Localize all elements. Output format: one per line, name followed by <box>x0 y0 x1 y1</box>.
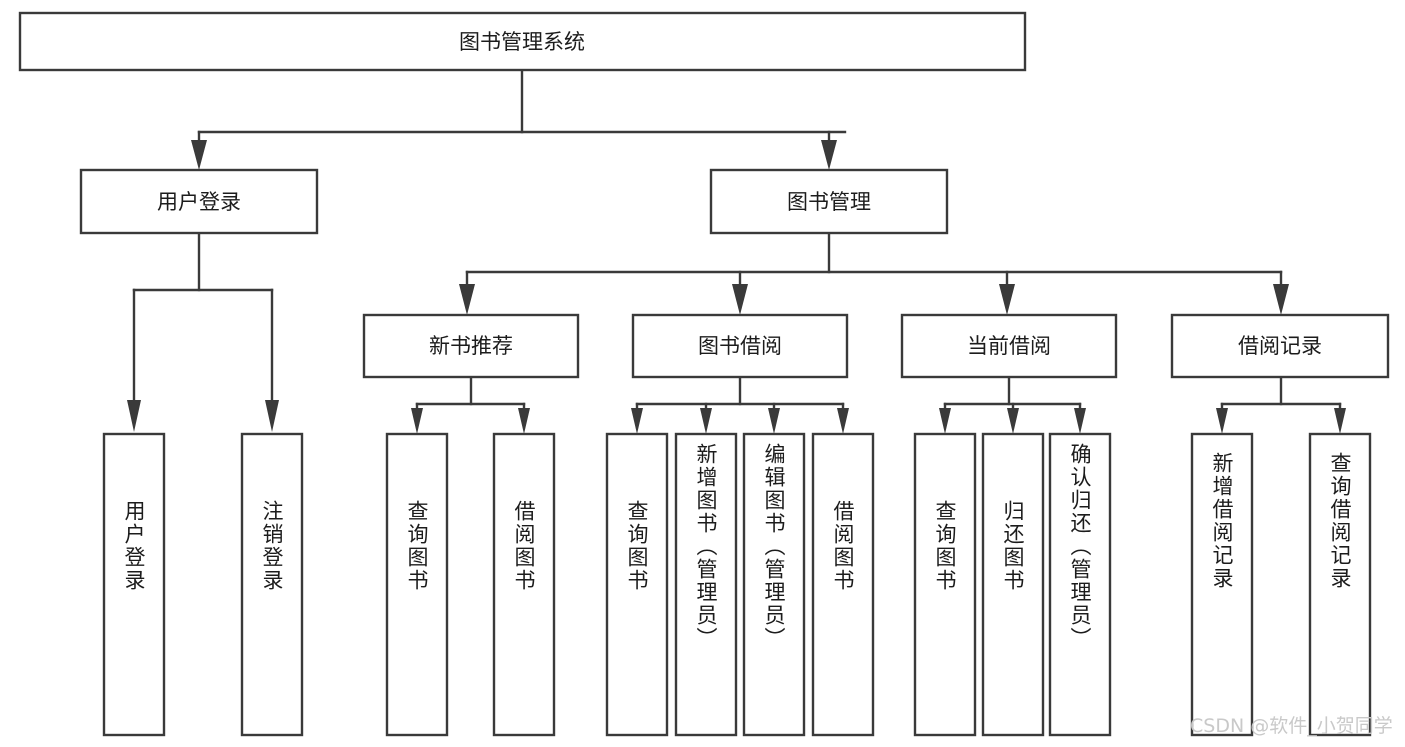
arrow-head-leaf-add-record <box>1216 408 1228 434</box>
node-leaf-logout-login[interactable] <box>240 432 304 737</box>
arrow-head-leaf-return-book <box>1007 408 1019 434</box>
node-leaf-add-record[interactable] <box>1190 432 1254 737</box>
csdn-watermark: CSDN @软件_小贺同学 <box>1190 715 1393 737</box>
node-user-login-label: 用户登录 <box>157 190 241 214</box>
node-current-borrow[interactable]: 当前借阅 <box>900 313 1118 379</box>
arrow-head-leaf-borrow-book-1 <box>518 408 530 434</box>
node-current-borrow-label: 当前借阅 <box>967 334 1051 358</box>
arrow-head-leaf-query-record <box>1334 408 1346 434</box>
arrow-head-leaf-query-book-3 <box>939 408 951 434</box>
node-leaf-query-book-1[interactable] <box>385 432 449 737</box>
arrow-head-new-book-recommend <box>459 284 475 315</box>
arrow-head-leaf-logout-login <box>265 400 279 432</box>
node-borrow-record[interactable]: 借阅记录 <box>1170 313 1390 379</box>
node-root-label: 图书管理系统 <box>459 30 585 54</box>
arrow-head-leaf-borrow-book-2 <box>837 408 849 434</box>
arrow-head-leaf-query-book-2 <box>631 408 643 434</box>
arrow-head-leaf-query-book-1 <box>411 408 423 434</box>
arrow-head-leaf-edit-book <box>768 408 780 434</box>
node-leaf-return-book[interactable] <box>981 432 1045 737</box>
arrow-head-book-borrow <box>732 284 748 315</box>
node-new-book-recommend-label: 新书推荐 <box>429 334 513 358</box>
arrow-head-leaf-user-login <box>127 400 141 432</box>
node-root[interactable]: 图书管理系统 <box>18 11 1027 72</box>
arrow-head-leaf-confirm-return <box>1074 408 1086 434</box>
connector-layer <box>127 68 1346 434</box>
arrow-head-leaf-add-book <box>700 408 712 434</box>
node-book-manage[interactable]: 图书管理 <box>709 168 949 235</box>
arrow-head-user-login <box>191 140 207 170</box>
node-leaf-edit-book[interactable] <box>742 432 806 737</box>
node-leaf-user-login[interactable] <box>102 432 166 737</box>
node-leaf-confirm-return[interactable] <box>1048 432 1112 737</box>
node-layer: 图书管理系统 用户登录 图书管理 新书推荐 图书借阅 当前 <box>18 11 1390 737</box>
node-book-borrow[interactable]: 图书借阅 <box>631 313 849 379</box>
arrow-head-borrow-record <box>1273 284 1289 315</box>
arrow-head-book-manage <box>821 140 837 170</box>
node-book-manage-label: 图书管理 <box>787 190 871 214</box>
node-borrow-record-label: 借阅记录 <box>1238 334 1322 358</box>
node-leaf-borrow-book-2[interactable] <box>811 432 875 737</box>
node-book-borrow-label: 图书借阅 <box>698 334 782 358</box>
arrow-head-current-borrow <box>999 284 1015 315</box>
node-leaf-query-book-2[interactable] <box>605 432 669 737</box>
node-leaf-borrow-book-1[interactable] <box>492 432 556 737</box>
node-leaf-add-book[interactable] <box>674 432 738 737</box>
node-leaf-query-book-3[interactable] <box>913 432 977 737</box>
node-new-book-recommend[interactable]: 新书推荐 <box>362 313 580 379</box>
node-user-login[interactable]: 用户登录 <box>79 168 319 235</box>
node-leaf-query-record[interactable] <box>1308 432 1372 737</box>
